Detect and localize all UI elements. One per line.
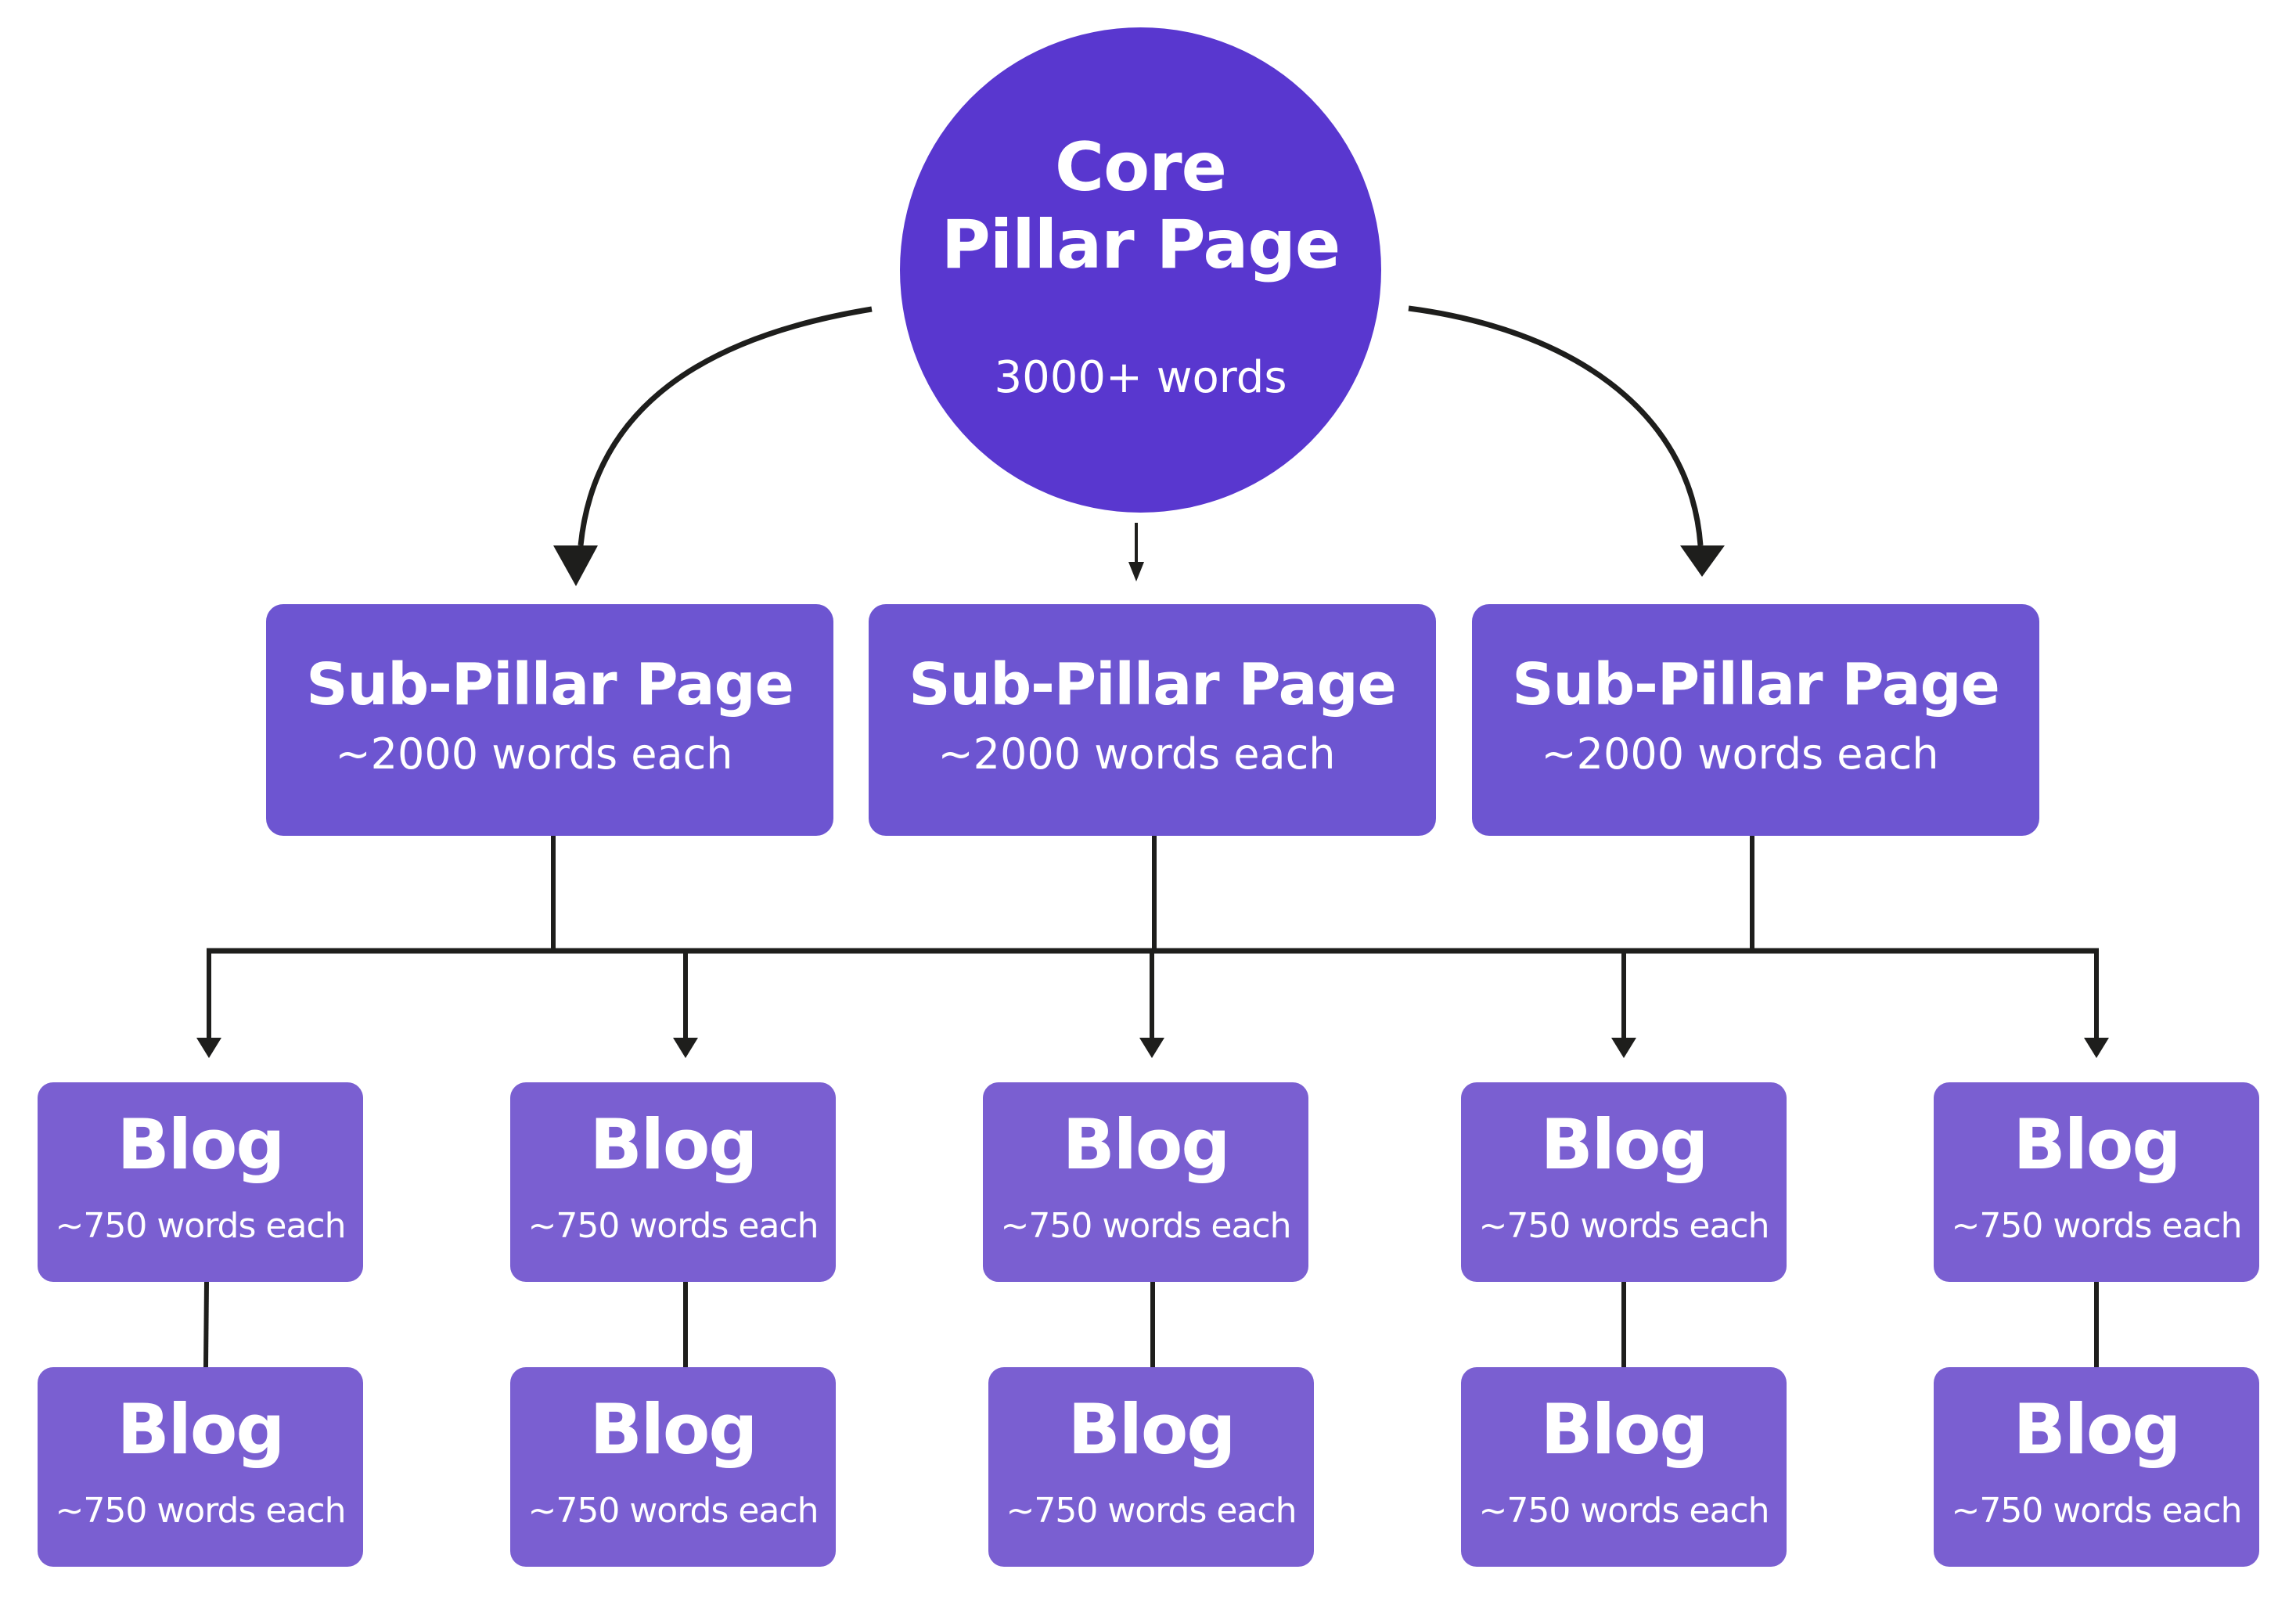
blog-subtitle: ~750 words each (1478, 1206, 1769, 1246)
arrowhead-blog-4 (1611, 1038, 1636, 1058)
sub-pillar-subtitle: ~2000 words each (335, 729, 733, 779)
arrowhead-sub-pillar-2 (1128, 562, 1144, 581)
sub-pillar-node-3: Sub-Pillar Page ~2000 words each (1472, 604, 2039, 836)
blog-node-row2-5: Blog ~750 words each (1934, 1367, 2259, 1567)
blog-title: Blog (589, 1104, 758, 1185)
blog-node-row2-3: Blog ~750 words each (988, 1367, 1314, 1567)
blog-title: Blog (1067, 1389, 1236, 1470)
blog-title: Blog (1540, 1389, 1709, 1470)
arrowhead-blog-5 (2084, 1038, 2109, 1058)
sub-pillar-node-2: Sub-Pillar Page ~2000 words each (869, 604, 1436, 836)
blog-node-row1-1: Blog ~750 words each (38, 1082, 363, 1282)
sub-pillar-title: Sub-Pillar Page (909, 651, 1397, 718)
blog-subtitle: ~750 words each (1951, 1491, 2242, 1531)
core-pillar-node: Core Pillar Page 3000+ words (900, 27, 1381, 513)
blog-node-row1-4: Blog ~750 words each (1461, 1082, 1787, 1282)
blog-subtitle: ~750 words each (1478, 1491, 1769, 1531)
core-title: Core Pillar Page (900, 129, 1381, 284)
blog-subtitle: ~750 words each (1000, 1206, 1291, 1246)
pair-connector-1 (203, 1281, 209, 1368)
curved-arrow-core-to-sub-pillar-1 (578, 306, 873, 546)
blog-title: Blog (589, 1389, 758, 1470)
core-subtitle: 3000+ words (994, 352, 1287, 403)
arrowhead-blog-3 (1139, 1038, 1164, 1058)
curved-arrow-core-to-sub-pillar-3 (1408, 305, 1704, 546)
blog-subtitle: ~750 words each (1951, 1206, 2242, 1246)
blog-drop-arrows (196, 951, 2109, 1058)
sub-pillar-subtitle: ~2000 words each (1541, 729, 1939, 779)
sub-pillar-title: Sub-Pillar Page (306, 651, 794, 718)
blog-node-row1-2: Blog ~750 words each (510, 1082, 836, 1282)
arrowhead-sub-pillar-1 (553, 545, 598, 586)
blog-subtitle: ~750 words each (55, 1491, 346, 1531)
arrowhead-sub-pillar-3 (1680, 545, 1725, 577)
sub-pillar-title: Sub-Pillar Page (1512, 651, 2000, 718)
blog-subtitle: ~750 words each (1006, 1491, 1297, 1531)
blog-node-row2-1: Blog ~750 words each (38, 1367, 363, 1567)
blog-title: Blog (117, 1104, 286, 1185)
blog-title: Blog (1540, 1104, 1709, 1185)
blog-node-row2-4: Blog ~750 words each (1461, 1367, 1787, 1567)
blog-node-row2-2: Blog ~750 words each (510, 1367, 836, 1567)
blog-title: Blog (2013, 1104, 2182, 1185)
core-title-line2: Pillar Page (941, 205, 1341, 284)
sub-pillar-subtitle: ~2000 words each (937, 729, 1336, 779)
blog-title: Blog (117, 1389, 286, 1470)
blog-subtitle: ~750 words each (527, 1206, 819, 1246)
blog-title: Blog (1062, 1104, 1231, 1185)
arrowhead-blog-2 (673, 1038, 698, 1058)
blog-subtitle: ~750 words each (527, 1491, 819, 1531)
blog-subtitle: ~750 words each (55, 1206, 346, 1246)
blog-pair-connectors (203, 1281, 2099, 1368)
blog-title: Blog (2013, 1389, 2182, 1470)
blog-node-row1-3: Blog ~750 words each (983, 1082, 1308, 1282)
blog-node-row1-5: Blog ~750 words each (1934, 1082, 2259, 1282)
core-title-line1: Core (1055, 128, 1227, 207)
arrowhead-blog-1 (196, 1038, 221, 1058)
sub-pillar-node-1: Sub-Pillar Page ~2000 words each (266, 604, 833, 836)
